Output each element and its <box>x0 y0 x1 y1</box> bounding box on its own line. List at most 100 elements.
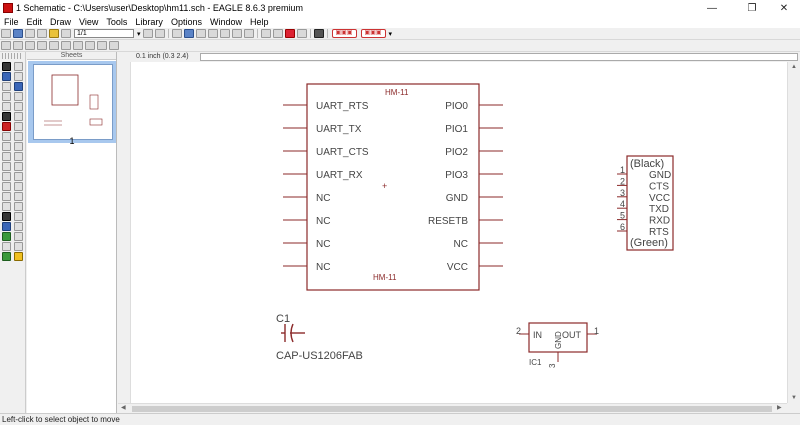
menu-tools[interactable]: Tools <box>106 17 128 27</box>
ulp-icon[interactable] <box>154 29 165 38</box>
stop-icon[interactable] <box>284 29 295 38</box>
invoke-icon[interactable] <box>14 152 23 161</box>
select-icon[interactable] <box>2 82 11 91</box>
frame-icon[interactable] <box>2 232 11 241</box>
rectangle-icon[interactable] <box>2 212 11 221</box>
smash-icon[interactable] <box>2 142 11 151</box>
cam-processor-icon[interactable] <box>37 29 47 38</box>
add-part-icon[interactable] <box>2 122 11 131</box>
gate-swap-icon[interactable] <box>2 162 11 171</box>
dimension-icon[interactable] <box>14 222 23 231</box>
help-icon[interactable] <box>313 29 324 38</box>
zoom-previous-icon[interactable] <box>207 29 218 38</box>
menu-edit[interactable]: Edit <box>26 17 43 27</box>
rotate-tool-icon[interactable] <box>14 92 23 101</box>
fusion-sync-button[interactable]: ▣▣▣ <box>331 29 357 38</box>
menu-help[interactable]: Help <box>249 17 269 27</box>
mark-icon[interactable] <box>14 72 23 81</box>
attribute-icon[interactable] <box>2 222 11 231</box>
zoom-fit-icon[interactable] <box>171 29 182 38</box>
group-icon[interactable] <box>14 102 23 111</box>
maximize-button[interactable]: ❐ <box>747 2 757 14</box>
sheet-thumbnail[interactable] <box>28 61 116 143</box>
arc-icon[interactable] <box>14 192 23 201</box>
zoom-in-icon[interactable] <box>183 29 194 38</box>
move-icon[interactable] <box>14 82 23 91</box>
sheet-select-chevron-icon[interactable]: ▾ <box>137 30 141 38</box>
menu-draw[interactable]: Draw <box>50 17 72 27</box>
scroll-up-icon[interactable]: ▲ <box>791 64 797 70</box>
sheet-select[interactable]: 1/1 <box>74 29 134 38</box>
text-icon[interactable] <box>14 212 23 221</box>
replace-icon[interactable] <box>14 122 23 131</box>
close-button[interactable]: ✕ <box>779 2 789 14</box>
hm11-module[interactable]: HM-11 HM-11 + UART_RTSUART_TXUART_CTSUAR… <box>283 83 503 291</box>
schematic-drawing[interactable]: HM-11 HM-11 + UART_RTSUART_TXUART_CTSUAR… <box>131 62 787 403</box>
scroll-down-icon[interactable]: ▼ <box>791 395 797 401</box>
erc-icon[interactable] <box>2 252 11 261</box>
zoom-out-icon[interactable] <box>195 29 206 38</box>
hm11-body[interactable] <box>306 83 480 291</box>
new-file-icon[interactable] <box>1 29 11 38</box>
bus-icon[interactable] <box>2 172 11 181</box>
horizontal-scrollbar[interactable]: ◀ ▶ <box>118 403 787 413</box>
line-icon[interactable] <box>2 192 11 201</box>
menu-library[interactable]: Library <box>135 17 163 27</box>
settings-gear-icon[interactable] <box>109 41 119 50</box>
undo-icon[interactable] <box>260 29 271 38</box>
value-icon[interactable] <box>14 132 23 141</box>
board-switch-icon[interactable] <box>49 29 59 38</box>
layer-settings-icon[interactable] <box>13 41 23 50</box>
wrench-icon[interactable] <box>14 112 23 121</box>
junction-icon[interactable] <box>14 182 23 191</box>
menu-options[interactable]: Options <box>170 17 202 27</box>
menu-file[interactable]: File <box>4 17 19 27</box>
menu-view[interactable]: View <box>79 17 99 27</box>
net-icon[interactable] <box>14 172 23 181</box>
command-line-input[interactable] <box>200 52 798 61</box>
zoom-area-icon[interactable] <box>243 29 254 38</box>
capacitor-c1[interactable]: C1 CAP-US1206FAB <box>276 313 363 362</box>
redo-icon[interactable] <box>272 29 283 38</box>
save-icon[interactable] <box>13 29 23 38</box>
design-link-button[interactable]: ▣▣▣ <box>360 29 386 38</box>
mirror-icon[interactable] <box>73 41 83 50</box>
delete-icon[interactable] <box>2 112 11 121</box>
script-icon[interactable] <box>142 29 153 38</box>
horizontal-scroll-thumb[interactable] <box>132 406 772 412</box>
grid-icon[interactable] <box>1 41 11 50</box>
connector-body[interactable] <box>626 155 674 251</box>
regulator-ic1[interactable]: IN OUT GND 2 1 3 IC1 <box>516 322 599 368</box>
vertical-scrollbar[interactable]: ▲ ▼ <box>787 62 800 403</box>
minimize-button[interactable]: — <box>707 2 717 14</box>
go-icon[interactable] <box>296 29 307 38</box>
port-icon[interactable] <box>2 242 11 251</box>
miter-icon[interactable] <box>14 142 23 151</box>
sheet-icon[interactable] <box>61 29 71 38</box>
print-icon[interactable] <box>25 29 35 38</box>
show-icon[interactable] <box>14 62 23 71</box>
circle-icon[interactable] <box>2 202 11 211</box>
module-icon[interactable] <box>14 232 23 241</box>
menu-window[interactable]: Window <box>209 17 242 27</box>
rotate-icon[interactable] <box>85 41 95 50</box>
warning-icon[interactable] <box>14 252 23 261</box>
wire-bend-icon[interactable] <box>25 41 35 50</box>
label-icon[interactable] <box>2 182 11 191</box>
wire-width-icon[interactable] <box>97 41 107 50</box>
info-icon[interactable] <box>2 62 11 71</box>
errc-icon[interactable] <box>14 242 23 251</box>
name-icon[interactable] <box>2 132 11 141</box>
bend-curve-icon[interactable] <box>61 41 71 50</box>
split-icon[interactable] <box>2 152 11 161</box>
toolbar-more-chevron-icon[interactable]: ▾ <box>388 30 393 38</box>
scroll-left-icon[interactable]: ◀ <box>121 405 126 411</box>
scroll-right-icon[interactable]: ▶ <box>777 405 782 411</box>
pin-swap-icon[interactable] <box>14 162 23 171</box>
polygon-icon[interactable] <box>14 202 23 211</box>
bend-angle-icon[interactable] <box>49 41 59 50</box>
copy-icon[interactable] <box>2 92 11 101</box>
toolbar-grip[interactable] <box>2 53 23 59</box>
